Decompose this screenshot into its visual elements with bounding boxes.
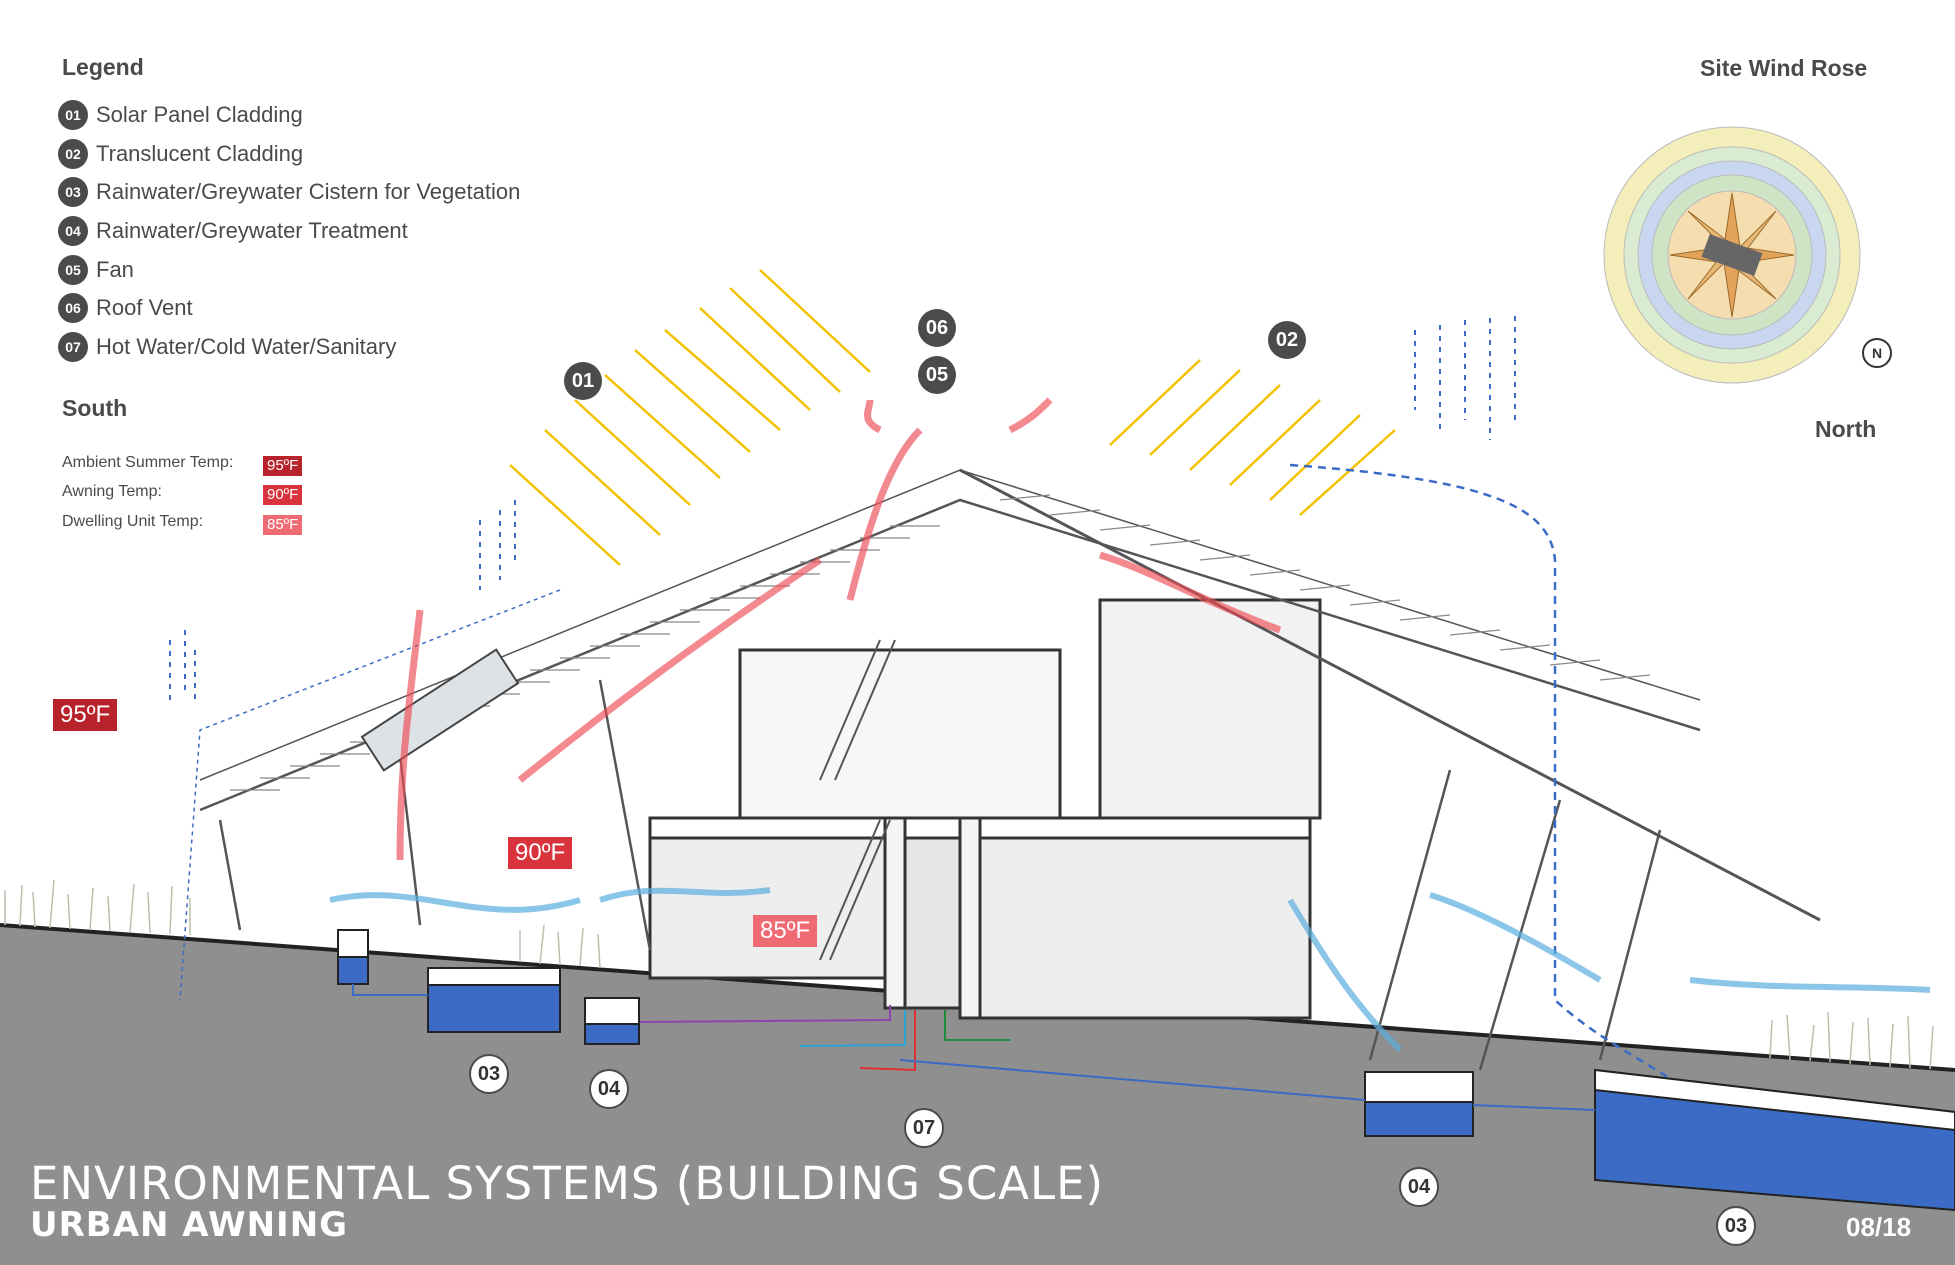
legend-item: 03 Rainwater/Greywater Cistern for Vegeta… [58, 173, 520, 212]
wind-rose-title: Site Wind Rose [1700, 55, 1868, 81]
legend-number: 06 [58, 293, 88, 324]
legend-label: Fan [96, 256, 134, 282]
page-subtitle: URBAN AWNING [30, 1205, 349, 1245]
legend-number: 02 [58, 138, 88, 169]
page-number: 08/18 [1846, 1212, 1912, 1242]
wind-rose [1603, 126, 1861, 384]
legend-list: 01 Solar Panel Cladding 02 Translucent Cla… [58, 96, 520, 366]
cisterns [337, 929, 1955, 1212]
legend-number: 04 [58, 216, 88, 247]
south-label: South [62, 395, 128, 421]
callout-04-left: 04 [589, 1069, 629, 1109]
legend-item: 05 Fan [58, 250, 520, 289]
callout-05: 05 [918, 356, 956, 394]
callout-03-left: 03 [469, 1054, 509, 1094]
rain [169, 316, 1516, 700]
awning-temp-value: 90ºF [263, 485, 303, 505]
legend-label: Translucent Cladding [96, 140, 304, 166]
callout-02: 02 [1268, 321, 1306, 359]
page-title: ENVIRONMENTAL SYSTEMS (BUILDING SCALE) [30, 1157, 1105, 1210]
callout-06: 06 [918, 309, 956, 347]
ambient-temp-value: 95ºF [263, 456, 303, 476]
callout-03-right: 03 [1716, 1206, 1756, 1246]
legend-item: 04 Rainwater/Greywater Treatment [58, 212, 520, 251]
dwelling-zone-temp-tag: 85ºF [753, 915, 818, 947]
legend-item: 06 Roof Vent [58, 289, 520, 328]
stairs [819, 639, 896, 961]
grass [4, 879, 1934, 1070]
callout-04-right: 04 [1399, 1167, 1439, 1207]
ambient-temp-label: Ambient Summer Temp: [62, 454, 234, 471]
dwelling-temp-label: Dwelling Unit Temp: [62, 513, 204, 530]
rain-drain-path-left [179, 589, 561, 1001]
legend-item: 07 Hot Water/Cold Water/Sanitary [58, 328, 520, 367]
north-label: North [1815, 416, 1877, 442]
cool-air-flow [329, 887, 1931, 1053]
dwelling-temp-value: 85ºF [263, 515, 303, 535]
legend-number: 03 [58, 177, 88, 208]
awning-zone-temp-tag: 90ºF [508, 837, 573, 869]
solar-panel [360, 648, 520, 772]
rain-drain-path [1289, 463, 1722, 1131]
awning-temp-label: Awning Temp: [62, 483, 162, 500]
legend-number: 07 [58, 331, 88, 362]
pipes [352, 984, 1596, 1111]
legend-label: Hot Water/Cold Water/Sanitary [96, 333, 397, 359]
legend-item: 01 Solar Panel Cladding [58, 96, 520, 135]
legend-label: Rainwater/Greywater Cistern for Vegetati… [96, 179, 521, 205]
callout-01: 01 [564, 362, 602, 400]
legend-number: 01 [58, 100, 88, 131]
legend-item: 02 Translucent Cladding [58, 135, 520, 174]
legend-label: Solar Panel Cladding [96, 102, 303, 128]
legend-title: Legend [62, 54, 144, 80]
sun-rays [509, 269, 1396, 566]
legend-number: 05 [58, 254, 88, 285]
callout-07: 07 [904, 1108, 944, 1148]
hot-air-flow [396, 397, 1282, 861]
legend-label: Rainwater/Greywater Treatment [96, 218, 408, 244]
building-structure [648, 598, 1322, 1020]
outside-temp-tag: 95ºF [53, 699, 118, 731]
legend-label: Roof Vent [96, 295, 193, 321]
north-arrow-badge: N [1862, 338, 1892, 368]
